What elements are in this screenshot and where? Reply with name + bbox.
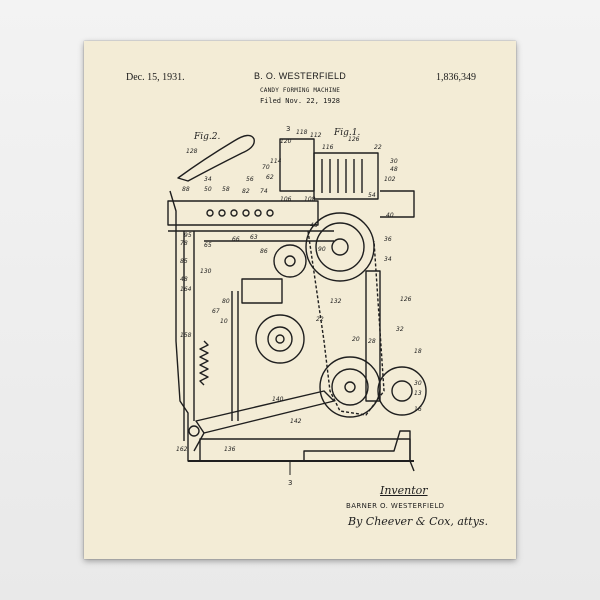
ref-label: 74 (260, 188, 268, 195)
ref-label: 162 (176, 446, 188, 453)
ref-label: 114 (270, 158, 282, 165)
inventor-signature-name: BARNER O. WESTERFIELD (346, 502, 445, 510)
ref-label: 32 (396, 326, 404, 333)
ref-label: 50 (204, 186, 212, 193)
ref-label: 36 (384, 236, 392, 243)
machine-frame (169, 190, 415, 472)
ref-label: 86 (260, 248, 268, 255)
inventor-label: Inventor (380, 484, 428, 497)
patent-drawing: 128 118 120 112 116 70 114 126 22 30 48 … (167, 125, 427, 487)
head-housing (279, 138, 315, 192)
ref-label: 118 (296, 129, 308, 136)
ref-label: 82 (242, 188, 250, 195)
patent-date: Dec. 15, 1931. (126, 72, 185, 83)
machine-title: CANDY FORMING MACHINE (259, 87, 341, 94)
ref-label: 90 (318, 246, 326, 253)
drive-chain (307, 230, 385, 416)
ref-label: 80 (222, 298, 230, 305)
chain-guide (365, 270, 381, 402)
ref-label: 116 (322, 144, 334, 151)
patent-number: 1,836,349 (436, 72, 476, 83)
cam-block (241, 278, 283, 304)
ref-label: 28 (368, 338, 376, 345)
ref-label: 34 (204, 176, 212, 183)
upper-sprocket (305, 212, 375, 282)
ref-label: 67 (212, 308, 220, 315)
ref-label: 164 (180, 286, 192, 293)
ref-label: 158 (180, 332, 192, 339)
section-mark-top: 3 (286, 125, 290, 133)
ref-label: 70 (262, 164, 270, 171)
ref-label: 88 (182, 186, 190, 193)
small-gear (273, 244, 307, 278)
ref-label: 34 (384, 256, 392, 263)
ref-label: 140 (272, 396, 284, 403)
ref-label: 132 (330, 298, 342, 305)
ref-label: 30 (414, 380, 422, 387)
ref-label: 46 (310, 222, 318, 229)
ref-label: 66 (232, 236, 240, 243)
ref-label: 106 (280, 196, 292, 203)
figure-label-1: Fig.1. (333, 128, 360, 138)
inventor-name: B. O. WESTERFIELD (253, 71, 347, 81)
ref-label: 58 (222, 186, 230, 193)
ref-label: 13 (414, 390, 422, 397)
ref-label: 65 (204, 242, 212, 249)
ref-label: 40 (386, 212, 394, 219)
ref-label: 102 (384, 176, 396, 183)
ref-label: 126 (400, 296, 412, 303)
ref-label: 30 (390, 158, 398, 165)
middle-pulley (255, 314, 305, 364)
gear-housing (313, 152, 379, 200)
filed-date: Filed Nov. 22, 1928 (259, 97, 341, 105)
ref-label: 22 (374, 144, 382, 151)
ref-label: 112 (310, 132, 322, 139)
ref-label: 130 (200, 268, 212, 275)
attorney-signature: By Cheever & Cox, attys. (348, 515, 489, 528)
patent-print: Dec. 15, 1931. 1,836,349 B. O. WESTERFIE… (84, 41, 516, 559)
ref-label: 48 (390, 166, 398, 173)
ref-label: 22 (316, 316, 324, 323)
ref-label: 108 (304, 196, 316, 203)
ref-label: 126 (348, 136, 360, 143)
ref-label: 18 (414, 348, 422, 355)
ref-label: 120 (280, 138, 292, 145)
ref-label: 10 (220, 318, 228, 325)
chute-pipe (177, 134, 255, 182)
ref-label: 136 (224, 446, 236, 453)
ref-label: 78 (180, 240, 188, 247)
ref-label: 63 (250, 234, 258, 241)
ref-label: 54 (368, 192, 376, 199)
ref-label: 16 (414, 406, 422, 413)
lever-arm (195, 390, 335, 434)
ref-label: 142 (290, 418, 302, 425)
figure-label-2: Fig.2. (193, 132, 220, 142)
ref-label: 95 (184, 232, 192, 239)
ref-label: 20 (352, 336, 360, 343)
return-spring (199, 340, 209, 386)
ref-label: 62 (266, 174, 274, 181)
die-plate (167, 200, 319, 226)
ref-label: 85 (180, 258, 188, 265)
lower-flywheel (377, 366, 427, 416)
ref-label: 56 (246, 176, 254, 183)
ref-label: 48 (180, 276, 188, 283)
section-mark-bottom: 3 (288, 479, 292, 487)
ref-label: 128 (186, 148, 198, 155)
